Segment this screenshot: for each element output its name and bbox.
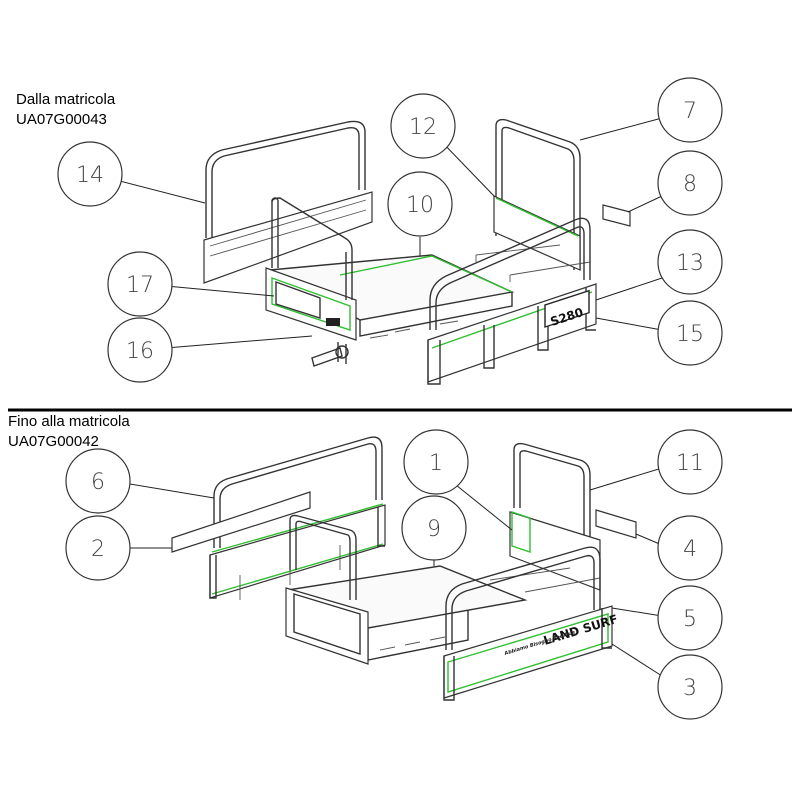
callout-16: 16 (107, 317, 173, 383)
callout-3-label: 3 (683, 676, 697, 701)
callout-15-label: 15 (676, 322, 704, 347)
callout-5: 5 (657, 585, 723, 651)
callout-4-label: 4 (683, 537, 697, 562)
caption-top-line1: Dalla matricola (16, 91, 116, 108)
callout-2: 2 (65, 515, 131, 581)
callout-14: 14 (57, 141, 123, 207)
part-17-rear-frame (265, 197, 357, 341)
caption-bottom-line1: Fino alla matricola (8, 413, 130, 430)
part-4-decal (595, 509, 637, 539)
callout-7-label: 7 (683, 99, 697, 124)
callout-17: 17 (107, 251, 173, 317)
callout-8-label: 8 (683, 172, 697, 197)
part-11-side-rail (513, 442, 591, 580)
front-side-rail (445, 546, 601, 650)
callout-4: 4 (657, 515, 723, 581)
part-12-side-panel (475, 195, 591, 282)
callout-6-label: 6 (91, 470, 105, 495)
callout-3: 3 (657, 654, 723, 720)
callout-11-label: 11 (676, 451, 704, 476)
part-13-side-rail (429, 217, 591, 330)
callout-9: 9 (401, 495, 467, 561)
part-6-rear-rail (213, 436, 383, 548)
caption-top-line2: UA07G00043 (16, 111, 107, 128)
caption-bottom: Fino alla matricola UA07G00042 (8, 412, 130, 452)
callout-10-label: 10 (406, 193, 434, 218)
callout-12-label: 12 (409, 115, 437, 140)
callout-14-label: 14 (76, 163, 104, 188)
part-7-side-rail (495, 118, 581, 270)
callout-17-label: 17 (126, 273, 154, 298)
callout-13-label: 13 (676, 251, 704, 276)
callout-2-label: 2 (91, 537, 105, 562)
caption-top: Dalla matricola UA07G00043 (16, 90, 115, 130)
callout-5-label: 5 (683, 607, 697, 632)
part-15-side-panel: S280 (427, 283, 597, 385)
callout-11: 11 (657, 429, 723, 495)
part-5-3-side-panel: LAND SURF Abbiamo Bisogno Rodibue (443, 605, 619, 701)
leader-lines (115, 117, 663, 677)
callout-7: 7 (657, 77, 723, 143)
part-14-rear-rail (203, 120, 373, 284)
callout-16-label: 16 (126, 339, 154, 364)
callout-12: 12 (390, 93, 456, 159)
part-16-latch-handle (311, 342, 349, 367)
bottom-assembly: LAND SURF Abbiamo Bisogno Rodibue (171, 436, 637, 701)
rear-frame (285, 514, 369, 665)
callout-8: 8 (657, 150, 723, 216)
callout-13: 13 (657, 229, 723, 295)
callout-6: 6 (65, 448, 131, 514)
callout-1: 1 (403, 429, 469, 495)
callout-1-label: 1 (429, 451, 443, 476)
part-2-decal (171, 491, 311, 553)
callout-9-label: 9 (427, 517, 441, 542)
callout-15: 15 (657, 300, 723, 366)
part-8-decal (602, 204, 631, 227)
top-assembly: S280 (203, 118, 631, 385)
caption-bottom-line2: UA07G00042 (8, 433, 99, 450)
callout-10: 10 (387, 171, 453, 237)
